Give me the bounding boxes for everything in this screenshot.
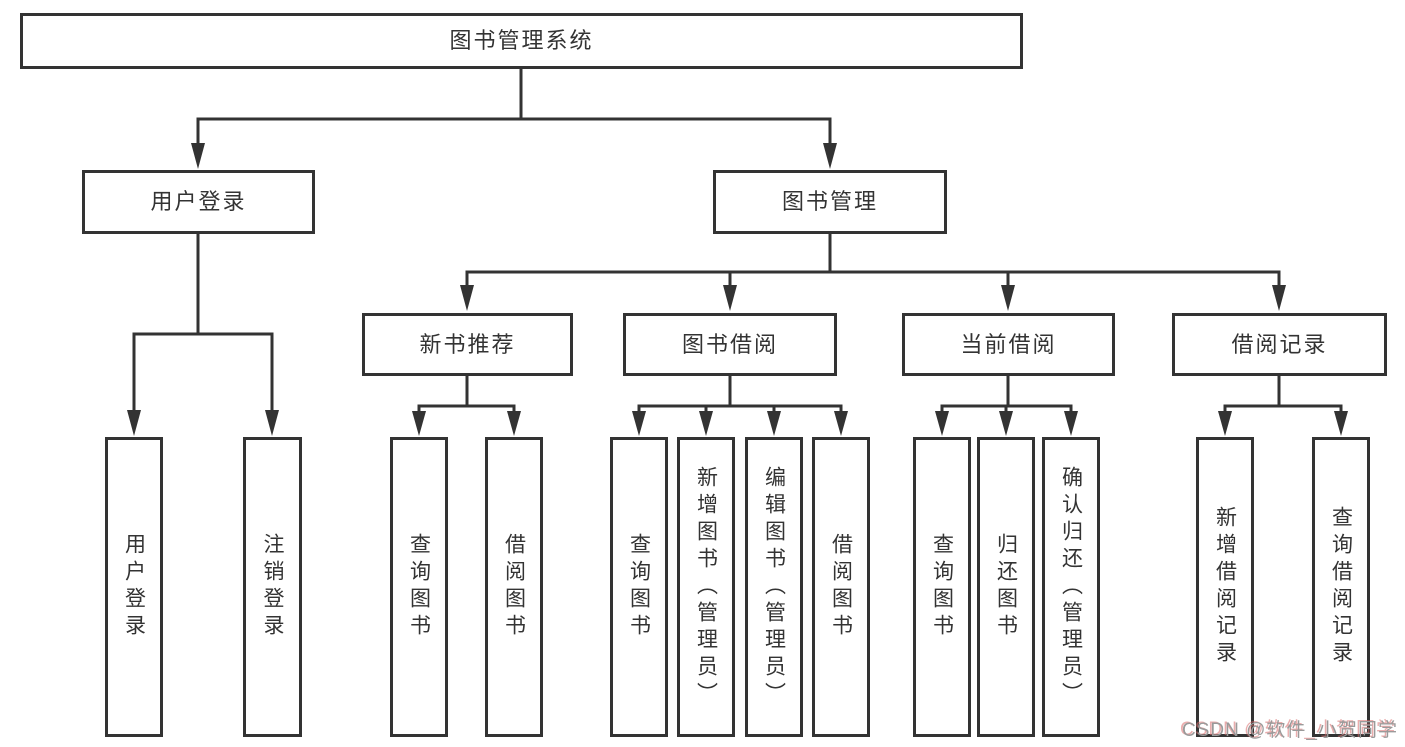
connector-newbook-to-leaves xyxy=(417,374,516,416)
node-current-borrowing: 当前借阅 xyxy=(902,313,1115,376)
connector-bookmgmt-to-level3 xyxy=(465,232,1281,289)
node-book-management-label: 图书管理 xyxy=(781,189,878,214)
leaf-query-borrow-record-label: 查询借阅记录 xyxy=(1329,506,1353,668)
leaf-logout-label: 注销登录 xyxy=(261,533,284,641)
leaf-borrow-books: 借阅图书 xyxy=(812,437,870,737)
connector-records-to-leaves xyxy=(1223,374,1343,416)
leaf-query-borrow-record: 查询借阅记录 xyxy=(1312,437,1370,737)
node-root-library-system: 图书管理系统 xyxy=(20,13,1023,69)
leaf-edit-books-admin-label: 编辑图书（管理员） xyxy=(762,465,786,709)
leaf-edit-books-admin: 编辑图书（管理员） xyxy=(745,437,803,737)
node-new-book-recommend: 新书推荐 xyxy=(362,313,573,376)
leaf-query-books-borrow: 查询图书 xyxy=(610,437,668,737)
connector-root-to-level2 xyxy=(196,67,832,147)
leaf-confirm-return-admin: 确认归还（管理员） xyxy=(1042,437,1100,737)
connector-userlogin-to-leaves xyxy=(132,232,274,414)
node-user-login: 用户登录 xyxy=(82,170,315,234)
leaf-add-borrow-record-label: 新增借阅记录 xyxy=(1213,506,1237,668)
leaf-query-books-current-label: 查询图书 xyxy=(930,533,954,641)
node-book-borrowing-label: 图书借阅 xyxy=(681,331,778,357)
leaf-query-books-current: 查询图书 xyxy=(913,437,971,737)
csdn-watermark: CSDN @软件_小贺同学 xyxy=(1182,720,1398,741)
leaf-query-books-borrow-label: 查询图书 xyxy=(627,533,651,641)
node-new-book-recommend-label: 新书推荐 xyxy=(419,331,516,357)
leaf-query-books-recommend-label: 查询图书 xyxy=(407,533,431,641)
leaf-confirm-return-admin-label: 确认归还（管理员） xyxy=(1059,465,1083,709)
node-borrowing-records: 借阅记录 xyxy=(1172,313,1387,376)
leaf-return-books-label: 归还图书 xyxy=(994,533,1018,641)
node-root-label: 图书管理系统 xyxy=(449,28,594,53)
connector-current-to-leaves xyxy=(940,374,1073,416)
leaf-user-login: 用户登录 xyxy=(105,437,163,737)
leaf-add-books-admin-label: 新增图书（管理员） xyxy=(694,465,718,709)
leaf-borrow-books-recommend-label: 借阅图书 xyxy=(502,533,526,641)
leaf-borrow-books-recommend: 借阅图书 xyxy=(485,437,543,737)
leaf-logout: 注销登录 xyxy=(243,437,302,737)
node-current-borrowing-label: 当前借阅 xyxy=(960,331,1057,357)
node-book-management: 图书管理 xyxy=(713,170,947,234)
connector-borrowmgr-to-leaves xyxy=(637,374,843,416)
leaf-return-books: 归还图书 xyxy=(977,437,1035,737)
leaf-user-login-label: 用户登录 xyxy=(122,533,146,641)
leaf-add-borrow-record: 新增借阅记录 xyxy=(1196,437,1254,737)
node-book-borrowing: 图书借阅 xyxy=(623,313,837,376)
leaf-query-books-recommend: 查询图书 xyxy=(390,437,448,737)
node-borrowing-records-label: 借阅记录 xyxy=(1231,331,1328,357)
leaf-add-books-admin: 新增图书（管理员） xyxy=(677,437,735,737)
leaf-borrow-books-label: 借阅图书 xyxy=(829,533,853,641)
node-user-login-label: 用户登录 xyxy=(150,189,247,214)
